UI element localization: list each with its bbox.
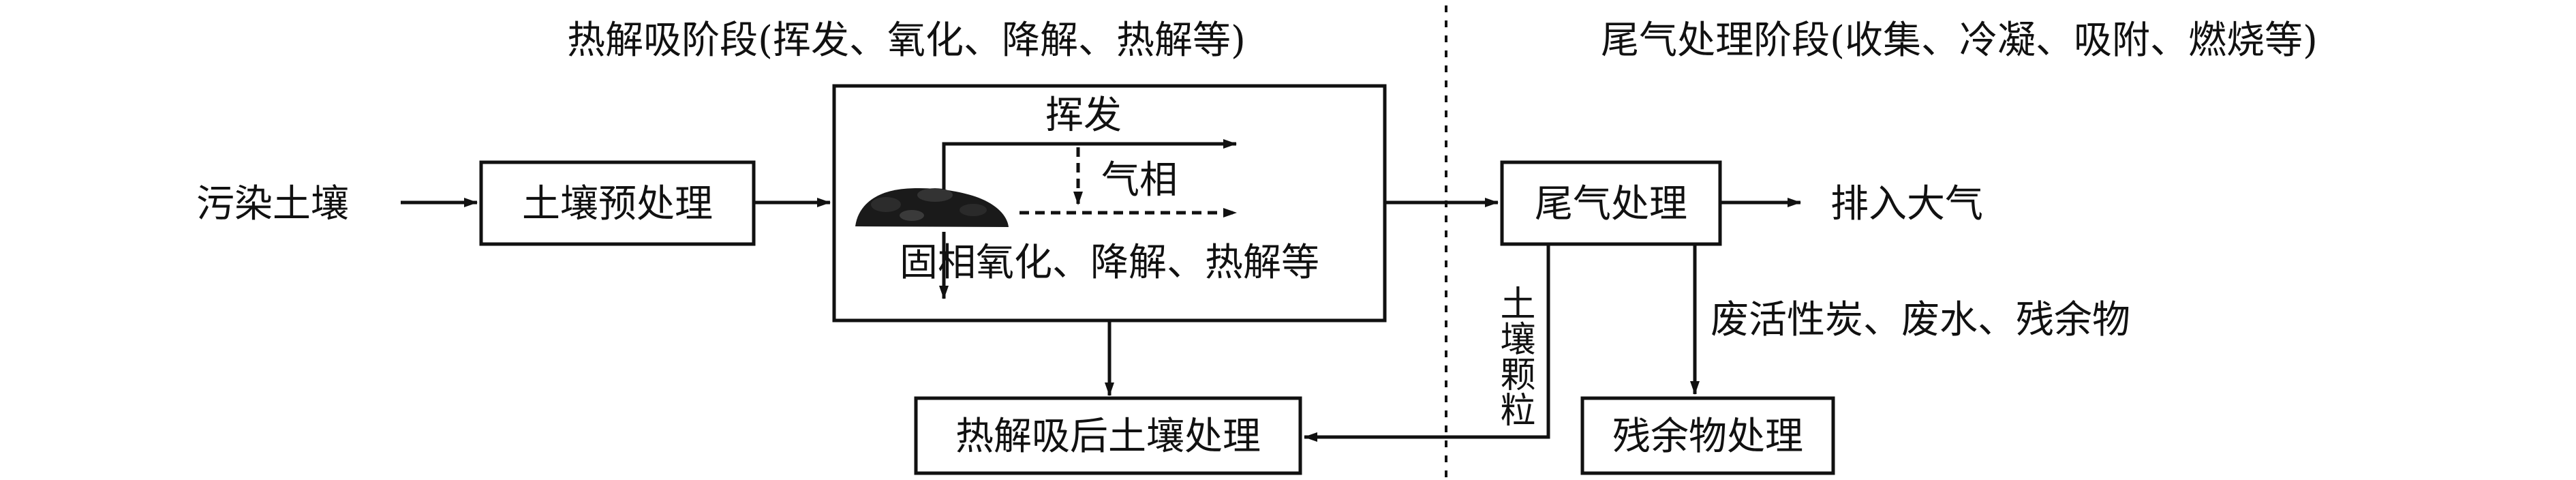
- stage-heading-offgas-treatment: 尾气处理阶段(收集、冷凝、吸附、燃烧等): [1601, 18, 2318, 63]
- label-solid-phase-process: 固相氧化、降解、热解等: [900, 241, 1319, 285]
- stage-heading-thermal-desorption: 热解吸阶段(挥发、氧化、降解、热解等): [567, 18, 1246, 63]
- label-soil-particles: 土壤颗粒: [1494, 285, 1535, 427]
- box-offgas-treatment-label: 尾气处理: [1535, 182, 1687, 226]
- arrow-soil-particles-return: [1304, 244, 1550, 442]
- box-residue-treatment-label: 残余物处理: [1612, 415, 1803, 459]
- box-post-desorption-soil-treatment-label: 热解吸后土壤处理: [955, 415, 1261, 459]
- box-residue-treatment: [1580, 396, 1835, 475]
- arrow-volatilization: [942, 139, 1237, 190]
- box-post-desorption-soil-treatment: [914, 396, 1302, 475]
- label-byproducts: 废活性炭、废水、残余物: [1711, 298, 2130, 342]
- label-emit-to-atmosphere: 排入大气: [1830, 182, 1983, 226]
- label-contaminated-soil: 污染土壤: [196, 182, 349, 226]
- box-soil-pretreatment-label: 土壤预处理: [522, 182, 713, 226]
- label-volatilization: 挥发: [1045, 93, 1122, 138]
- label-gas-phase: 气相: [1101, 158, 1178, 202]
- soil-pile-icon: [855, 188, 1009, 227]
- box-offgas-treatment: [1500, 160, 1722, 246]
